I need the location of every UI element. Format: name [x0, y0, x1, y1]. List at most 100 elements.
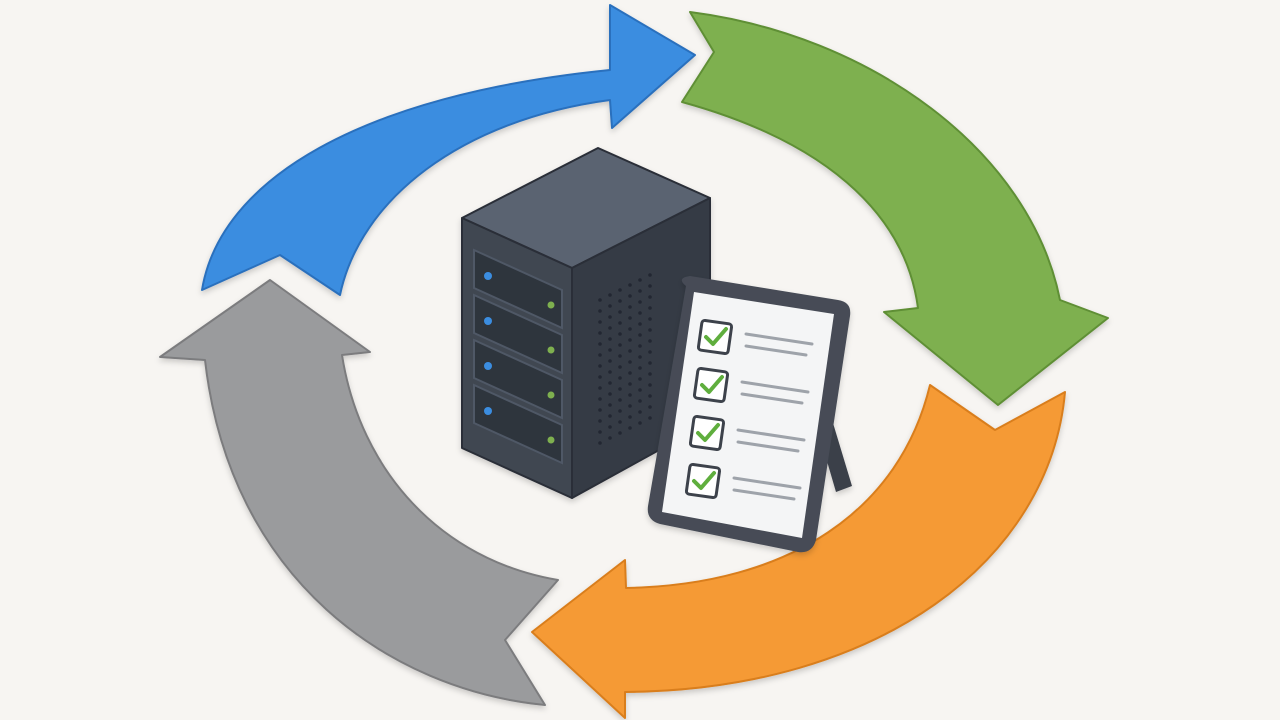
vent-hole — [628, 294, 632, 298]
vent-hole — [648, 361, 652, 365]
vent-hole — [618, 332, 622, 336]
server-tower-icon — [461, 147, 711, 499]
vent-hole — [608, 425, 612, 429]
drive-bay — [473, 383, 563, 465]
vent-hole — [608, 337, 612, 341]
vent-hole — [598, 430, 602, 434]
vent-hole — [628, 316, 632, 320]
server-vent-grid — [598, 273, 652, 445]
vent-hole — [638, 421, 642, 425]
status-led-green — [547, 436, 555, 444]
checklist-clipboard-icon — [647, 276, 852, 553]
vent-hole — [638, 300, 642, 304]
vent-hole — [638, 344, 642, 348]
vent-hole — [648, 306, 652, 310]
vent-hole — [628, 404, 632, 408]
vent-hole — [648, 295, 652, 299]
checklist-line — [732, 476, 802, 490]
vent-hole — [608, 359, 612, 363]
drive-bay — [473, 248, 563, 330]
vent-hole — [618, 299, 622, 303]
status-led-green — [547, 301, 555, 309]
vent-hole — [598, 298, 602, 302]
vent-hole — [638, 289, 642, 293]
vent-hole — [638, 410, 642, 414]
vent-hole — [598, 331, 602, 335]
vent-hole — [618, 398, 622, 402]
vent-hole — [598, 441, 602, 445]
vent-hole — [608, 326, 612, 330]
vent-hole — [628, 338, 632, 342]
vent-hole — [598, 375, 602, 379]
check-mark-icon — [696, 423, 720, 442]
vent-hole — [638, 366, 642, 370]
vent-hole — [598, 342, 602, 346]
vent-hole — [638, 322, 642, 326]
vent-hole — [598, 353, 602, 357]
drive-bay — [473, 293, 563, 375]
vent-hole — [608, 392, 612, 396]
vent-hole — [598, 386, 602, 390]
vent-hole — [598, 408, 602, 412]
vent-hole — [608, 293, 612, 297]
checklist-line — [744, 332, 814, 346]
checkbox — [692, 366, 730, 404]
vent-hole — [628, 426, 632, 430]
vent-hole — [648, 394, 652, 398]
status-led-blue — [484, 272, 492, 280]
vent-hole — [648, 339, 652, 343]
checkbox — [688, 414, 726, 452]
vent-hole — [608, 348, 612, 352]
check-mark-icon — [704, 327, 728, 346]
vent-hole — [608, 315, 612, 319]
vent-hole — [598, 419, 602, 423]
vent-hole — [628, 371, 632, 375]
vent-hole — [598, 364, 602, 368]
vent-hole — [598, 320, 602, 324]
vent-hole — [648, 350, 652, 354]
vent-hole — [608, 403, 612, 407]
vent-hole — [598, 309, 602, 313]
vent-hole — [628, 283, 632, 287]
vent-hole — [608, 436, 612, 440]
cycle-arrow-green — [681, 11, 1109, 406]
check-mark-icon — [700, 375, 724, 394]
vent-hole — [638, 311, 642, 315]
vent-hole — [618, 321, 622, 325]
vent-hole — [648, 416, 652, 420]
vent-hole — [618, 387, 622, 391]
checklist-line — [740, 392, 804, 405]
vent-hole — [618, 288, 622, 292]
vent-hole — [618, 365, 622, 369]
vent-hole — [618, 310, 622, 314]
vent-hole — [618, 343, 622, 347]
vent-hole — [608, 304, 612, 308]
vent-hole — [608, 370, 612, 374]
vent-hole — [618, 376, 622, 380]
vent-hole — [638, 278, 642, 282]
vent-hole — [628, 305, 632, 309]
vent-hole — [648, 372, 652, 376]
vent-hole — [638, 333, 642, 337]
vent-hole — [628, 393, 632, 397]
vent-hole — [648, 405, 652, 409]
checklist-line — [740, 380, 810, 394]
vent-hole — [628, 382, 632, 386]
vent-hole — [638, 388, 642, 392]
vent-hole — [618, 420, 622, 424]
vent-hole — [628, 360, 632, 364]
vent-hole — [638, 399, 642, 403]
cycle-arrow-blue — [201, 4, 696, 296]
vent-hole — [648, 317, 652, 321]
vent-hole — [638, 377, 642, 381]
vent-hole — [608, 381, 612, 385]
server-drive-bays — [473, 248, 563, 465]
vent-hole — [648, 328, 652, 332]
vent-hole — [648, 383, 652, 387]
vent-hole — [628, 415, 632, 419]
vent-hole — [608, 414, 612, 418]
check-mark-icon — [692, 471, 716, 490]
vent-hole — [598, 397, 602, 401]
status-led-blue — [484, 317, 492, 325]
